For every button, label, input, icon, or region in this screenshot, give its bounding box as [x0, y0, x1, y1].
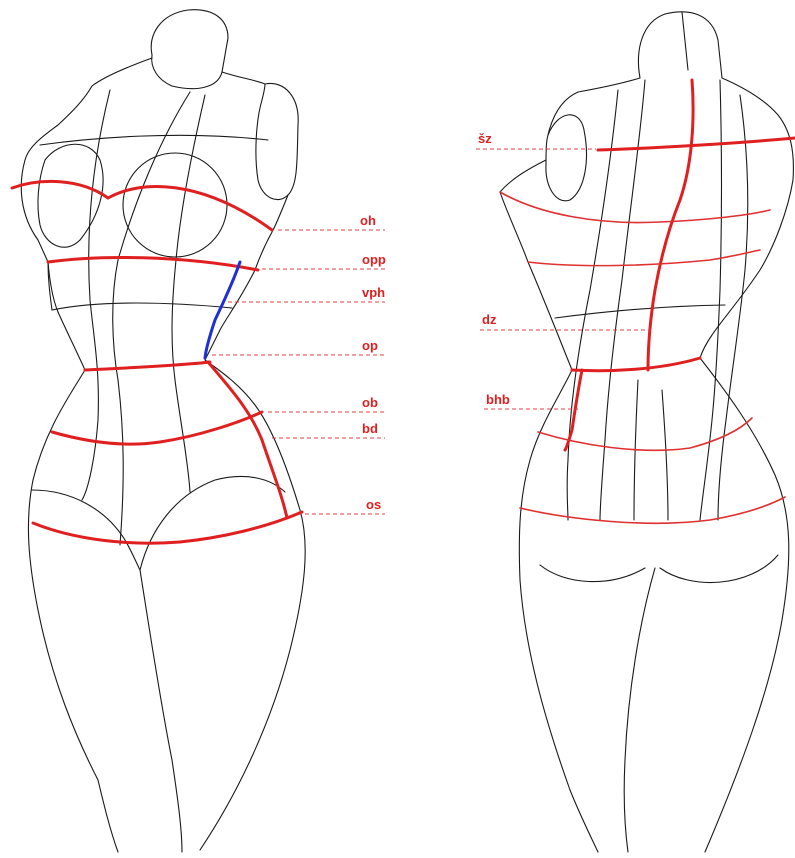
- measure-bhb: [565, 370, 582, 450]
- label-vph: vph: [362, 285, 385, 300]
- front-labels: oh opp vph op ob bd os: [360, 213, 386, 512]
- front-bust-top-line: [40, 135, 268, 145]
- back-right-buttock: [660, 555, 778, 583]
- front-left-leg-inner: [98, 780, 118, 852]
- front-mannequin: [21, 10, 305, 852]
- measure-sz: [598, 138, 795, 150]
- back-midback-line: [555, 305, 725, 318]
- front-left-cup: [38, 144, 103, 247]
- back-right-shoulder: [722, 78, 793, 180]
- back-left-buttock: [540, 565, 645, 582]
- front-underbust-line: [52, 303, 232, 310]
- back-labels: šz dz bhb: [478, 131, 510, 407]
- measure-os: [33, 512, 302, 543]
- front-seam-2: [113, 92, 190, 545]
- back-neck: [638, 12, 722, 78]
- back-neck-center: [682, 12, 688, 70]
- back-seam-2: [600, 80, 645, 520]
- front-neck: [151, 10, 228, 72]
- measure-oh: [12, 181, 272, 230]
- label-opp: opp: [362, 252, 386, 267]
- measure-dz: [648, 80, 693, 370]
- back-seam-1: [567, 90, 618, 520]
- front-right-side: [200, 195, 305, 850]
- back-line-2: [528, 250, 760, 266]
- label-oh: oh: [360, 213, 376, 228]
- measure-op: [85, 362, 210, 370]
- back-right-side: [700, 180, 793, 852]
- back-mannequin: [500, 12, 793, 852]
- measure-ob: [52, 412, 262, 444]
- back-line-4: [520, 497, 785, 523]
- measure-vph: [205, 262, 240, 358]
- measure-opp: [48, 257, 258, 270]
- back-left-shoulder: [548, 78, 640, 135]
- label-bd: bd: [362, 421, 378, 436]
- back-line-1: [500, 192, 770, 223]
- label-dz: dz: [482, 312, 497, 327]
- label-sz: šz: [478, 131, 492, 146]
- front-measure-lines: [12, 181, 302, 543]
- back-seam-5: [662, 390, 668, 520]
- front-right-shoulder: [222, 72, 265, 84]
- back-legs-split: [624, 568, 655, 852]
- front-neck-base: [152, 55, 222, 89]
- label-os: os: [366, 497, 381, 512]
- measure-waist: [572, 358, 700, 371]
- front-right-cup: [123, 153, 227, 257]
- front-left-side: [21, 160, 98, 780]
- front-right-leg-inner: [140, 570, 182, 852]
- front-arm-cap: [256, 83, 298, 199]
- front-guide-lines: [212, 230, 385, 514]
- label-op: op: [362, 338, 378, 353]
- label-bhb: bhb: [486, 392, 510, 407]
- back-arm-cap: [546, 115, 587, 201]
- front-panty-right: [140, 476, 285, 570]
- label-ob: ob: [362, 395, 378, 410]
